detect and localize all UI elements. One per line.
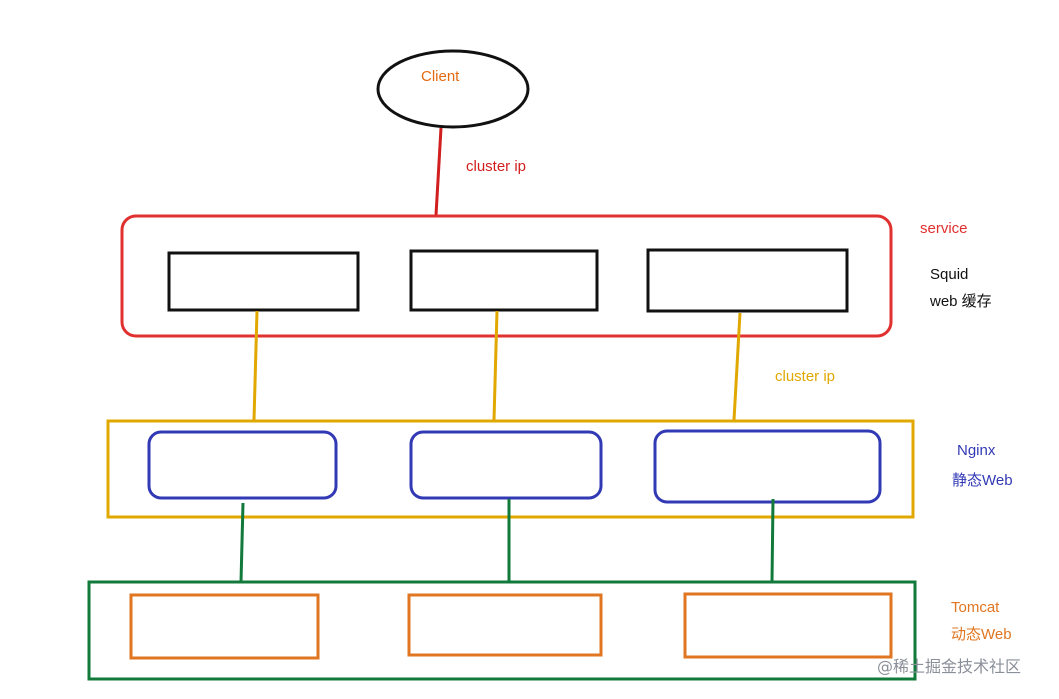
service-label: service [920, 220, 968, 237]
tomcat-label: Tomcat [951, 599, 1000, 616]
tomcat-sublabel: 动态Web [951, 626, 1012, 643]
squid-nginx-connector-1 [252, 310, 259, 421]
squid-box-1 [167, 251, 360, 312]
squid-nginx-connector-2 [492, 310, 499, 421]
tomcat-container [87, 580, 917, 681]
client-service-connector [434, 127, 443, 216]
nginx-box-1 [147, 430, 338, 500]
tomcat-box-3 [683, 592, 893, 659]
nginx-tomcat-connector-3 [770, 498, 775, 583]
squid-label: Squid [930, 266, 969, 283]
nginx-sublabel: 静态Web [952, 472, 1013, 489]
nginx-tomcat-connector-1 [239, 502, 245, 583]
squid-sublabel: web 缓存 [930, 293, 992, 310]
client-node [376, 49, 530, 129]
client-cluster-ip-label: cluster ip [466, 158, 527, 175]
squid-box-3 [646, 248, 849, 313]
watermark-text: @稀土掘金技术社区 [877, 657, 1022, 676]
nginx-label: Nginx [957, 442, 996, 459]
tomcat-box-1 [129, 593, 320, 660]
squid-box-2 [409, 249, 599, 312]
squid-nginx-connector-3 [732, 312, 742, 421]
nginx-box-3 [653, 429, 882, 504]
client-label: Client [421, 68, 460, 85]
squid-cluster-ip-label: cluster ip [775, 368, 836, 385]
tomcat-box-2 [407, 593, 603, 657]
service-container [120, 214, 893, 338]
nginx-box-2 [409, 430, 603, 500]
